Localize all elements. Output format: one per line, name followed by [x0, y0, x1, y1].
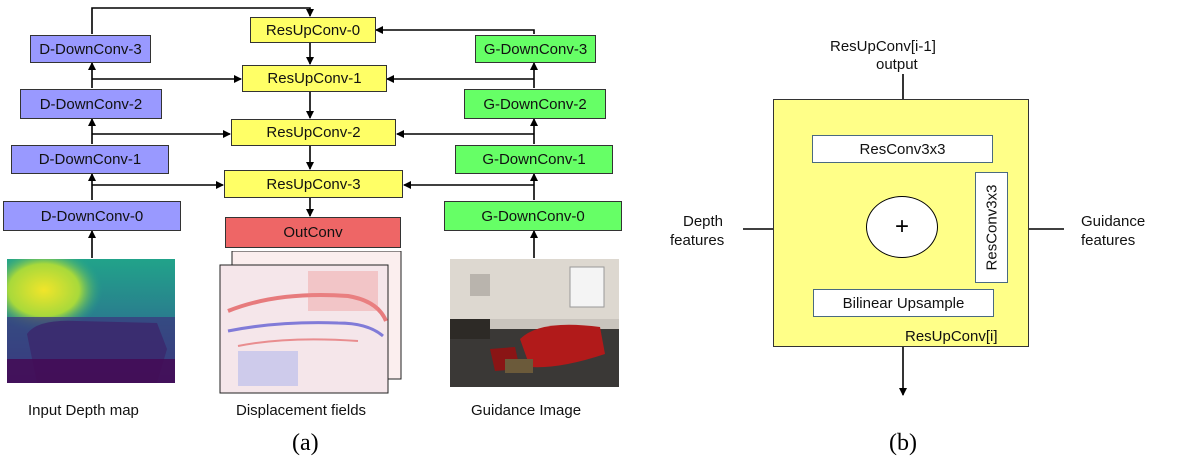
g-downconv-1-block: G-DownConv-1	[455, 145, 613, 174]
guidance-image	[450, 259, 619, 387]
depth-features-label-line1: Depth	[683, 213, 724, 230]
resupconv-1-block: ResUpConv-1	[242, 65, 387, 92]
resupconv-2-block: ResUpConv-2	[231, 119, 396, 146]
resupconv-output-label: ResUpConv[i]	[905, 328, 998, 345]
bilinear-upsample-block: Bilinear Upsample	[813, 289, 994, 317]
displacement-fields-label: Displacement fields	[236, 402, 367, 419]
d-downconv-2-block: D-DownConv-2	[20, 89, 162, 119]
top-input-label-line1: ResUpConv[i-1]	[830, 38, 936, 55]
plus-symbol: +	[894, 213, 909, 240]
d-downconv-1-block: D-DownConv-1	[11, 145, 169, 174]
top-input-label-line2: output	[876, 56, 918, 73]
sum-node: +	[866, 196, 938, 258]
g-downconv-0-block: G-DownConv-0	[444, 201, 622, 231]
d-downconv-0-block: D-DownConv-0	[3, 201, 181, 231]
input-depth-map-image	[7, 259, 175, 383]
resconv3x3-top-block: ResConv3x3	[812, 135, 993, 163]
d-downconv-3-block: D-DownConv-3	[30, 35, 151, 63]
guidance-image-label: Guidance Image	[471, 402, 582, 419]
panel-a-caption: (a)	[292, 430, 319, 456]
resupconv-3-block: ResUpConv-3	[224, 170, 403, 198]
g-downconv-2-block: G-DownConv-2	[464, 89, 606, 119]
panel-b-caption: (b)	[889, 430, 917, 456]
displacement-fields-image	[218, 251, 404, 395]
resconv3x3-side-label: ResConv3x3	[983, 184, 1001, 271]
depth-features-label-line2: features	[670, 232, 725, 249]
g-downconv-3-block: G-DownConv-3	[475, 35, 596, 63]
resconv3x3-side-block: ResConv3x3	[975, 172, 1008, 283]
guidance-features-label-line1: Guidance	[1081, 213, 1146, 230]
input-depth-map-label: Input Depth map	[28, 402, 139, 419]
outconv-block: OutConv	[225, 217, 401, 248]
guidance-features-label-line2: features	[1081, 232, 1136, 249]
resupconv-0-block: ResUpConv-0	[250, 17, 376, 43]
